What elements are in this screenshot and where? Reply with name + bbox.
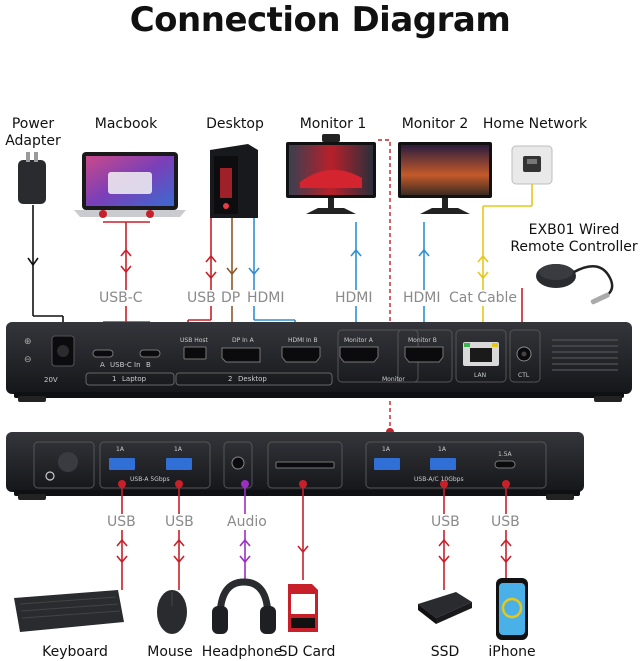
mouse-icon <box>157 590 187 634</box>
cable-label-usb-ssd: USB <box>430 514 461 530</box>
cable-label-usb: USB <box>186 290 217 306</box>
diagram-title: Connection Diagram <box>129 0 511 40</box>
group-label-laptop: Laptop <box>122 375 147 383</box>
cable-label-usbc: USB-C <box>98 290 144 306</box>
label-ssd: SSD <box>430 644 460 660</box>
label-desktop: Desktop <box>206 116 264 132</box>
cable-sd-card <box>297 480 309 580</box>
cable-label-usb-keyboard: USB <box>106 514 137 530</box>
cable-power <box>27 205 67 341</box>
port-amp-5: 1.5A <box>498 451 512 458</box>
cable-headphone-audio <box>239 480 251 580</box>
headphone-icon <box>212 578 276 634</box>
label-iphone: iPhone <box>488 644 536 660</box>
label-headphone: Headphone <box>201 644 283 660</box>
monitor-2-icon <box>398 142 492 214</box>
cable-lan <box>477 184 533 337</box>
remote-controller-icon <box>536 264 614 305</box>
cable-mouse-usb <box>173 480 185 590</box>
svg-text:⊖: ⊖ <box>24 355 32 365</box>
network-jack-icon <box>511 145 553 185</box>
port-label-dp-in: DP In A <box>232 337 254 344</box>
port-amp-3: 1A <box>382 446 390 453</box>
cable-desktop-hdmi <box>248 218 299 337</box>
label-mouse: Mouse <box>147 644 193 660</box>
cable-desktop-dp <box>226 218 238 337</box>
group-label-monitor: Monitor <box>382 376 405 383</box>
monitor-1-icon <box>286 134 376 214</box>
cable-iphone-usb <box>500 480 512 580</box>
dock-back-panel: ⊕ ⊖ <box>6 322 632 402</box>
port-amp-4: 1A <box>438 446 446 453</box>
cable-desktop-usb <box>184 218 217 337</box>
port-amp-1: 1A <box>116 446 124 453</box>
label-home-network: Home Network <box>482 116 588 132</box>
group-number-desktop: 2 <box>228 375 233 383</box>
port-label-usbc-a: A <box>100 361 105 369</box>
cable-monitor-2-hdmi <box>418 222 430 337</box>
label-macbook: Macbook <box>94 116 158 132</box>
port-label-ctl: CTL <box>518 372 530 379</box>
port-label-monitor-b: Monitor B <box>408 337 437 344</box>
iphone-icon <box>496 578 528 640</box>
port-label-lan: LAN <box>474 372 487 379</box>
group-label-usbac-10gbps: USB-A/C 10Gbps <box>414 476 464 483</box>
group-label-desktop: Desktop <box>238 375 267 383</box>
power-adapter-icon <box>18 152 46 204</box>
port-label-monitor-a: Monitor A <box>344 337 373 344</box>
port-label-power: 20V <box>44 376 58 384</box>
cable-label-cat: Cat Cable <box>448 290 519 306</box>
cable-label-hdmi-desktop: HDMI <box>246 290 286 306</box>
sd-card-icon <box>288 584 318 632</box>
cable-keyboard-usb <box>116 480 128 590</box>
cable-ssd-usb <box>438 480 450 590</box>
macbook-icon <box>74 152 186 217</box>
keyboard-icon <box>14 590 124 632</box>
cable-label-usb-iphone: USB <box>490 514 521 530</box>
label-power-adapter: Power Adapter <box>5 116 61 149</box>
group-label-usba-5gbps: USB-A 5Gbps <box>130 476 170 483</box>
label-remote-controller: EXB01 Wired Remote Controller <box>510 222 638 255</box>
svg-text:⊕: ⊕ <box>24 337 32 347</box>
dock-front-panel <box>6 432 584 500</box>
label-monitor-2: Monitor 2 <box>401 116 469 132</box>
label-sd-card: SD Card <box>278 644 336 660</box>
ssd-icon <box>418 592 472 624</box>
port-label-usb-host: USB Host <box>180 337 208 344</box>
port-amp-2: 1A <box>174 446 182 453</box>
cable-label-hdmi-monitor-1: HDMI <box>334 290 374 306</box>
cable-label-audio: Audio <box>226 514 268 530</box>
port-label-usbc-b: B <box>146 361 151 369</box>
group-number-laptop: 1 <box>112 375 117 383</box>
port-label-usbc-in: USB-C In <box>110 361 141 369</box>
cable-label-hdmi-monitor-2: HDMI <box>402 290 442 306</box>
desktop-tower-icon <box>210 144 258 218</box>
label-monitor-1: Monitor 1 <box>299 116 367 132</box>
cable-usbc <box>99 210 154 337</box>
cable-monitor-1-hdmi <box>350 222 362 337</box>
cable-label-usb-mouse: USB <box>164 514 195 530</box>
port-label-hdmi-in: HDMI In B <box>288 337 318 344</box>
cable-label-dp: DP <box>220 290 242 306</box>
label-keyboard: Keyboard <box>42 644 108 660</box>
